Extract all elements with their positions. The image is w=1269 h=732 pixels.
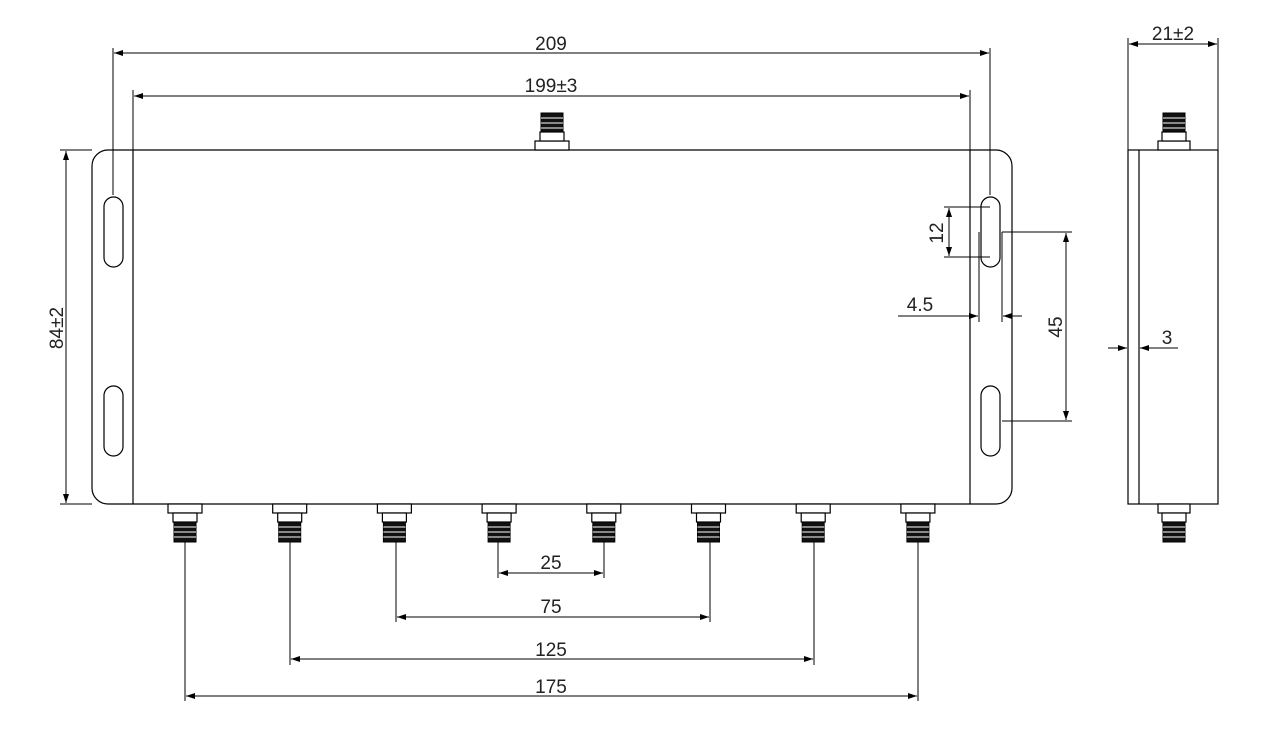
label-body-width: 199±3 bbox=[525, 76, 578, 97]
label-port-spacing-125: 125 bbox=[535, 640, 567, 661]
input-connector bbox=[534, 112, 570, 151]
front-view: 209 199±3 84±2 12 4.5 bbox=[47, 34, 1072, 701]
output-connectors bbox=[167, 503, 936, 543]
output-connector-4 bbox=[481, 503, 517, 543]
output-connector-5 bbox=[586, 503, 622, 543]
side-input-connector bbox=[1157, 112, 1191, 151]
dimension-slot-length: 12 bbox=[927, 206, 990, 258]
dimension-overall-width: 209 bbox=[112, 34, 991, 195]
dimension-wall: 3 bbox=[1108, 328, 1178, 351]
label-slot-spacing: 45 bbox=[1046, 316, 1067, 337]
label-port-spacing-25: 25 bbox=[540, 553, 561, 574]
mounting-plate bbox=[91, 149, 1013, 505]
mounting-slot-top-right bbox=[980, 196, 1001, 268]
dimension-side-depth: 21±2 bbox=[1127, 24, 1219, 150]
label-height: 84±2 bbox=[47, 307, 68, 349]
mounting-slot-bottom-left bbox=[103, 385, 124, 457]
output-connector-6 bbox=[690, 503, 727, 543]
label-overall-width: 209 bbox=[535, 34, 567, 55]
output-connector-8 bbox=[900, 503, 936, 543]
dimension-height: 84±2 bbox=[47, 149, 92, 505]
dimension-body-width: 199±3 bbox=[132, 76, 971, 150]
label-wall: 3 bbox=[1162, 328, 1173, 349]
dimension-port-spacing-125: 125 bbox=[289, 542, 815, 665]
output-connector-7 bbox=[795, 503, 831, 543]
output-connector-3 bbox=[376, 503, 412, 543]
dimension-port-spacing-75: 75 bbox=[395, 542, 711, 622]
dimension-slot-offset: 4.5 bbox=[898, 232, 1022, 322]
side-view: 21±2 3 bbox=[1108, 24, 1219, 543]
side-body bbox=[1127, 149, 1219, 505]
dimension-port-spacing-175: 175 bbox=[184, 542, 919, 701]
label-slot-length: 12 bbox=[927, 222, 948, 243]
label-port-spacing-175: 175 bbox=[535, 677, 567, 698]
side-output-connector bbox=[1157, 503, 1191, 543]
label-side-depth: 21±2 bbox=[1152, 24, 1194, 45]
mounting-slot-top-left bbox=[103, 196, 124, 268]
dimension-slot-spacing: 45 bbox=[1002, 231, 1072, 422]
output-connector-2 bbox=[272, 503, 308, 543]
output-connector-1 bbox=[167, 503, 203, 543]
dimension-port-spacing-25: 25 bbox=[497, 542, 605, 578]
mounting-slot-bottom-right bbox=[980, 385, 1001, 457]
label-port-spacing-75: 75 bbox=[540, 597, 561, 618]
label-slot-offset: 4.5 bbox=[907, 295, 933, 316]
